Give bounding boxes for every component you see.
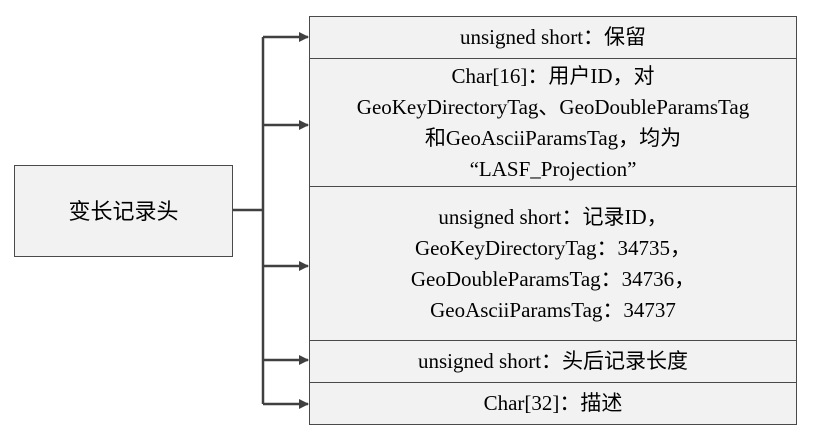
field-box-user-id: Char[16]：用户ID，对 GeoKeyDirectoryTag、GeoDo… [309, 58, 797, 187]
field-text-line: GeoDoubleParamsTag：34736， [410, 266, 696, 291]
field-text-line: GeoAsciiParamsTag：34737 [430, 297, 676, 322]
field-text-line: 和GeoAsciiParamsTag，均为 [424, 125, 682, 150]
field-text-line: unsigned short：保留 [459, 25, 647, 49]
variable-length-record-header-box: 变长记录头 [14, 165, 233, 257]
field-text-line: GeoKeyDirectoryTag：34735， [414, 235, 692, 260]
field-box-record-id: unsigned short：记录ID， GeoKeyDirectoryTag：… [309, 186, 797, 341]
field-text-line: Char[32]：描述 [483, 391, 623, 415]
field-box-reserved: unsigned short：保留 [309, 16, 797, 59]
field-text-line: unsigned short：记录ID， [438, 204, 668, 229]
field-box-record-length-after-header: unsigned short：头后记录长度 [309, 340, 797, 383]
field-text-line: “LASF_Projection” [469, 156, 637, 181]
field-box-description: Char[32]：描述 [309, 382, 797, 425]
field-text-line: unsigned short：头后记录长度 [417, 349, 689, 373]
header-label: 变长记录头 [68, 198, 179, 224]
field-text-line: GeoKeyDirectoryTag、GeoDoubleParamsTag [356, 94, 750, 119]
field-text-line: Char[16]：用户ID，对 [451, 63, 655, 88]
